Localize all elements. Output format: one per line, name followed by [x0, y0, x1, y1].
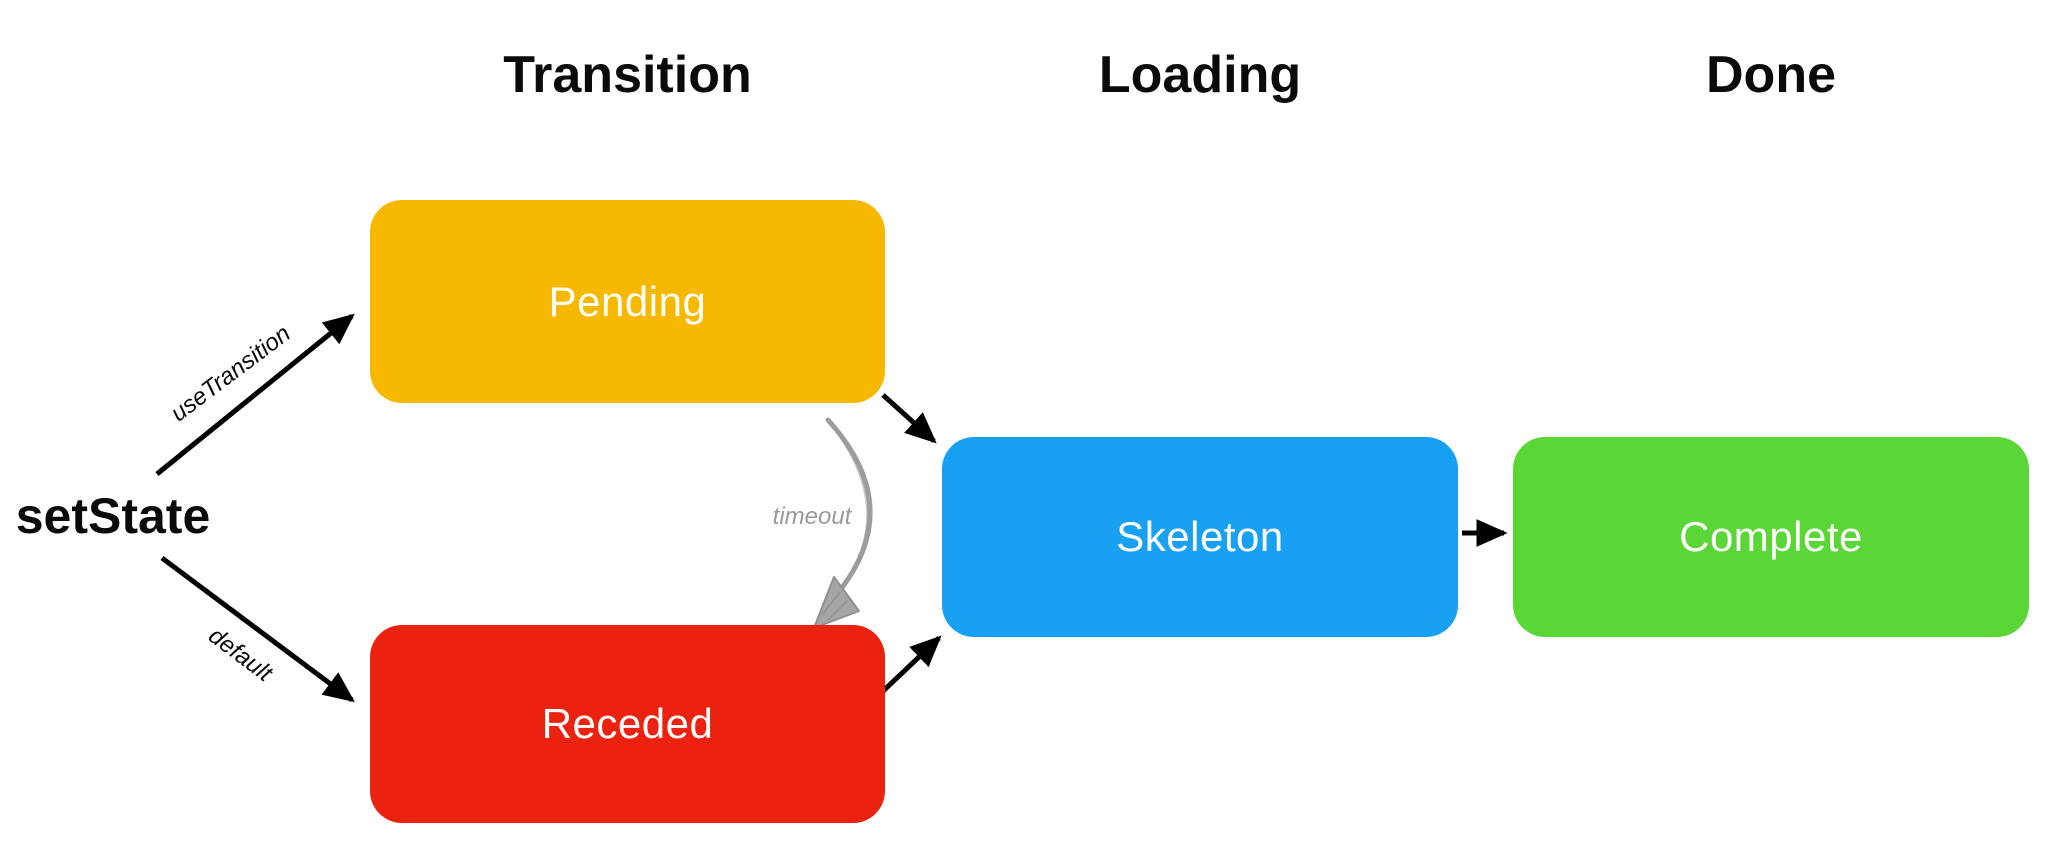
edge-label-default: default	[203, 622, 278, 688]
edge-pending-to-skeleton	[881, 393, 937, 444]
node-skeleton: Skeleton	[942, 437, 1458, 637]
node-skeleton-label: Skeleton	[1116, 513, 1284, 560]
node-complete: Complete	[1513, 437, 2029, 637]
column-header-transition: Transition	[503, 46, 752, 104]
node-receded-label: Receded	[541, 700, 714, 747]
source-label-setstate: setState	[15, 488, 211, 544]
node-pending-label: Pending	[548, 277, 707, 325]
node-pending: Pending	[370, 200, 885, 403]
edge-label-timeout: timeout	[772, 503, 852, 530]
column-header-done: Done	[1706, 46, 1836, 104]
edge-receded-to-skeleton	[879, 635, 942, 695]
edge-label-usetransition: useTransition	[165, 320, 296, 428]
node-complete-label: Complete	[1679, 513, 1863, 560]
node-receded: Receded	[370, 625, 885, 823]
column-header-loading: Loading	[1098, 46, 1302, 104]
